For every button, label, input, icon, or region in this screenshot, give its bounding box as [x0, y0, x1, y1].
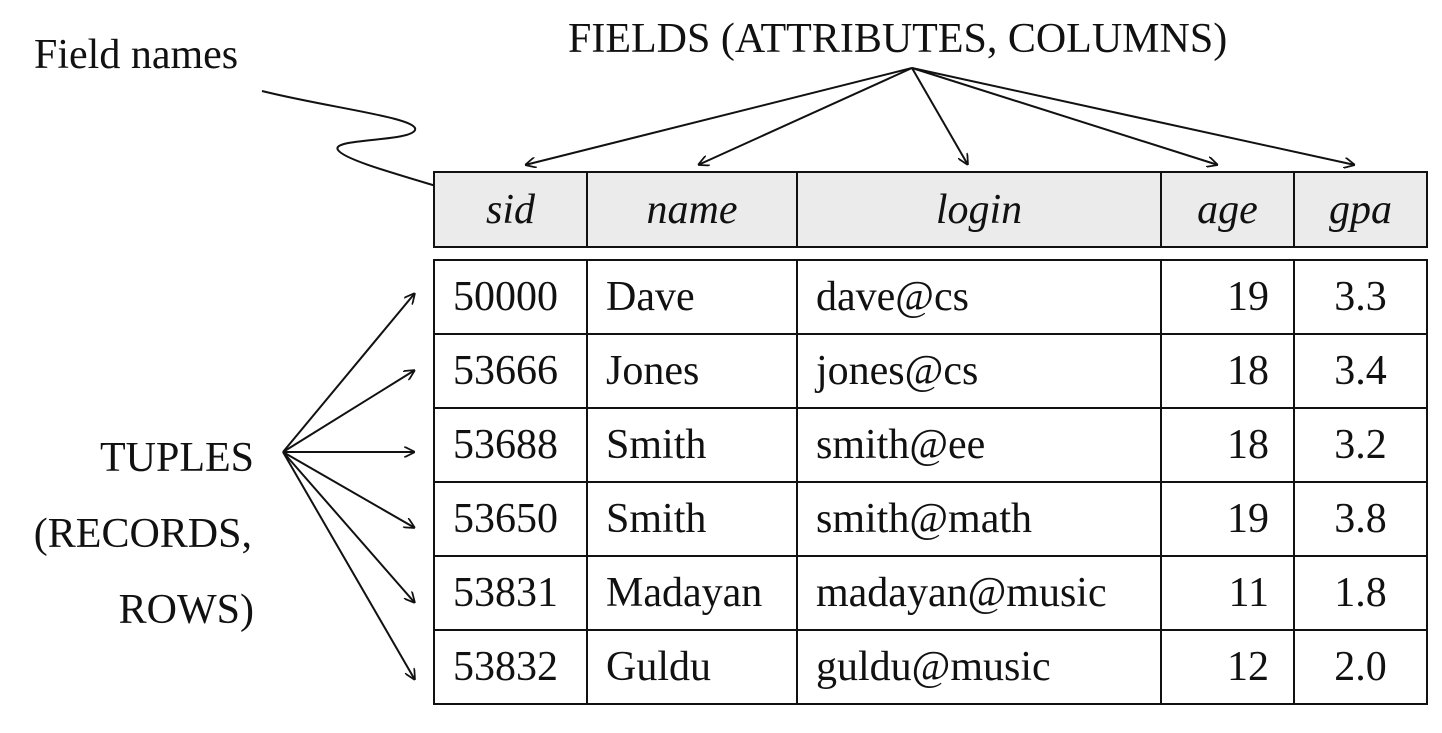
cell-gpa: 2.0 [1293, 629, 1428, 705]
cell-age: 19 [1160, 481, 1295, 557]
cell-name: Guldu [586, 629, 798, 705]
field-arrow-age [911, 67, 1218, 165]
cell-sid: 50000 [433, 259, 588, 335]
field-names-arrow [261, 90, 488, 202]
cell-age: 12 [1160, 629, 1295, 705]
cell-sid: 53650 [433, 481, 588, 557]
cell-login: guldu@music [796, 629, 1162, 705]
cell-gpa: 1.8 [1293, 555, 1428, 631]
cell-gpa: 3.8 [1293, 481, 1428, 557]
cell-gpa: 3.3 [1293, 259, 1428, 335]
cell-name: Jones [586, 333, 798, 409]
field-names-label: Field names [34, 32, 239, 78]
tuple-arrow-6 [282, 451, 415, 680]
cell-age: 11 [1160, 555, 1295, 631]
cell-age: 19 [1160, 259, 1295, 335]
cell-sid: 53832 [433, 629, 588, 705]
tuple-arrow-4 [282, 451, 415, 528]
header-cell-login: login [796, 171, 1162, 248]
field-arrow-login [911, 67, 968, 165]
cell-gpa: 3.2 [1293, 407, 1428, 483]
cell-login: smith@math [796, 481, 1162, 557]
table-row: 53831 Madayan madayan@music 11 1.8 [433, 555, 1428, 631]
fields-title: FIELDS (ATTRIBUTES, COLUMNS) [568, 16, 1228, 62]
field-arrow-gpa [911, 67, 1355, 165]
cell-sid: 53666 [433, 333, 588, 409]
field-header-row: sid name login age gpa [433, 171, 1428, 248]
table-row: 53650 Smith smith@math 19 3.8 [433, 481, 1428, 557]
tuple-arrow-1 [282, 293, 415, 453]
cell-age: 18 [1160, 407, 1295, 483]
cell-sid: 53688 [433, 407, 588, 483]
cell-name: Dave [586, 259, 798, 335]
header-cell-name: name [586, 171, 798, 248]
table-row: 53666 Jones jones@cs 18 3.4 [433, 333, 1428, 409]
cell-gpa: 3.4 [1293, 333, 1428, 409]
cell-name: Madayan [586, 555, 798, 631]
cell-sid: 53831 [433, 555, 588, 631]
table-row: 53688 Smith smith@ee 18 3.2 [433, 407, 1428, 483]
table-row: 50000 Dave dave@cs 19 3.3 [433, 259, 1428, 335]
field-header-table: sid name login age gpa [433, 171, 1428, 248]
tuple-arrow-5 [282, 451, 415, 603]
cell-name: Smith [586, 407, 798, 483]
tuples-label-line-3: ROWS) [118, 587, 254, 633]
header-cell-gpa: gpa [1293, 171, 1428, 248]
cell-login: smith@ee [796, 407, 1162, 483]
table-row: 53832 Guldu guldu@music 12 2.0 [433, 629, 1428, 705]
cell-login: jones@cs [796, 333, 1162, 409]
tuple-table: 50000 Dave dave@cs 19 3.3 53666 Jones jo… [433, 259, 1428, 705]
cell-age: 18 [1160, 333, 1295, 409]
tuple-arrow-2 [282, 370, 415, 453]
tuples-label-line-1: TUPLES [99, 435, 254, 481]
cell-name: Smith [586, 481, 798, 557]
field-arrow-sid [525, 67, 913, 165]
field-arrow-name [698, 67, 913, 165]
cell-login: madayan@music [796, 555, 1162, 631]
header-cell-sid: sid [433, 171, 588, 248]
header-cell-age: age [1160, 171, 1295, 248]
tuples-label-line-2: (RECORDS, [33, 511, 252, 557]
cell-login: dave@cs [796, 259, 1162, 335]
